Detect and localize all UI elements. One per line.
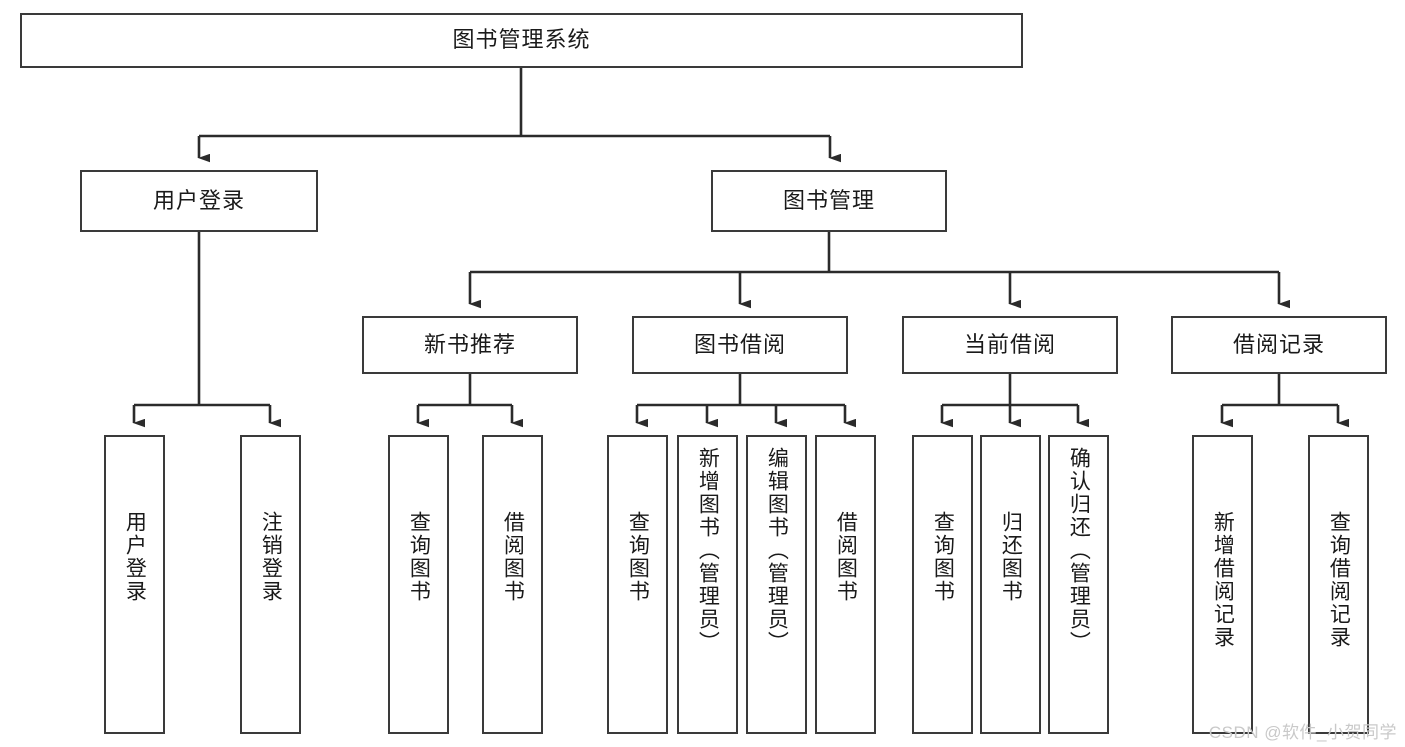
leaf-borrow-add-book-admin[interactable]: 新增图书（管理员） <box>677 435 738 734</box>
leaf-new-book-borrow[interactable]: 借阅图书 <box>482 435 543 734</box>
node-book-borrow[interactable]: 图书借阅 <box>632 316 848 374</box>
leaf-label: 新增借阅记录 <box>1211 511 1235 649</box>
node-user-login[interactable]: 用户登录 <box>80 170 318 232</box>
csdn-watermark: CSDN @软件_小贺同学 <box>1208 723 1397 742</box>
leaf-label: 新增图书（管理员） <box>696 447 720 654</box>
leaf-label: 借阅图书 <box>834 511 858 603</box>
leaf-label: 查询图书 <box>407 511 431 603</box>
leaf-label: 查询图书 <box>931 511 955 603</box>
leaf-record-add-record[interactable]: 新增借阅记录 <box>1192 435 1253 734</box>
leaf-record-query-record[interactable]: 查询借阅记录 <box>1308 435 1369 734</box>
leaf-label: 用户登录 <box>123 511 147 603</box>
leaf-label: 确认归还（管理员） <box>1067 447 1091 654</box>
node-root-system[interactable]: 图书管理系统 <box>20 13 1023 68</box>
node-borrow-record[interactable]: 借阅记录 <box>1171 316 1387 374</box>
leaf-current-confirm-return-admin[interactable]: 确认归还（管理员） <box>1048 435 1109 734</box>
leaf-new-book-query[interactable]: 查询图书 <box>388 435 449 734</box>
leaf-current-query-book[interactable]: 查询图书 <box>912 435 973 734</box>
leaf-user-login-signin[interactable]: 用户登录 <box>104 435 165 734</box>
leaf-label: 查询借阅记录 <box>1327 511 1351 649</box>
leaf-label: 编辑图书（管理员） <box>765 447 789 654</box>
leaf-borrow-query-book[interactable]: 查询图书 <box>607 435 668 734</box>
node-new-book-recommend[interactable]: 新书推荐 <box>362 316 578 374</box>
leaf-borrow-borrow-book[interactable]: 借阅图书 <box>815 435 876 734</box>
node-book-management[interactable]: 图书管理 <box>711 170 947 232</box>
leaf-label: 查询图书 <box>626 511 650 603</box>
node-current-borrow[interactable]: 当前借阅 <box>902 316 1118 374</box>
leaf-label: 借阅图书 <box>501 511 525 603</box>
leaf-current-return-book[interactable]: 归还图书 <box>980 435 1041 734</box>
leaf-label: 注销登录 <box>259 511 283 603</box>
leaf-user-login-signout[interactable]: 注销登录 <box>240 435 301 734</box>
leaf-borrow-edit-book-admin[interactable]: 编辑图书（管理员） <box>746 435 807 734</box>
leaf-label: 归还图书 <box>999 511 1023 603</box>
